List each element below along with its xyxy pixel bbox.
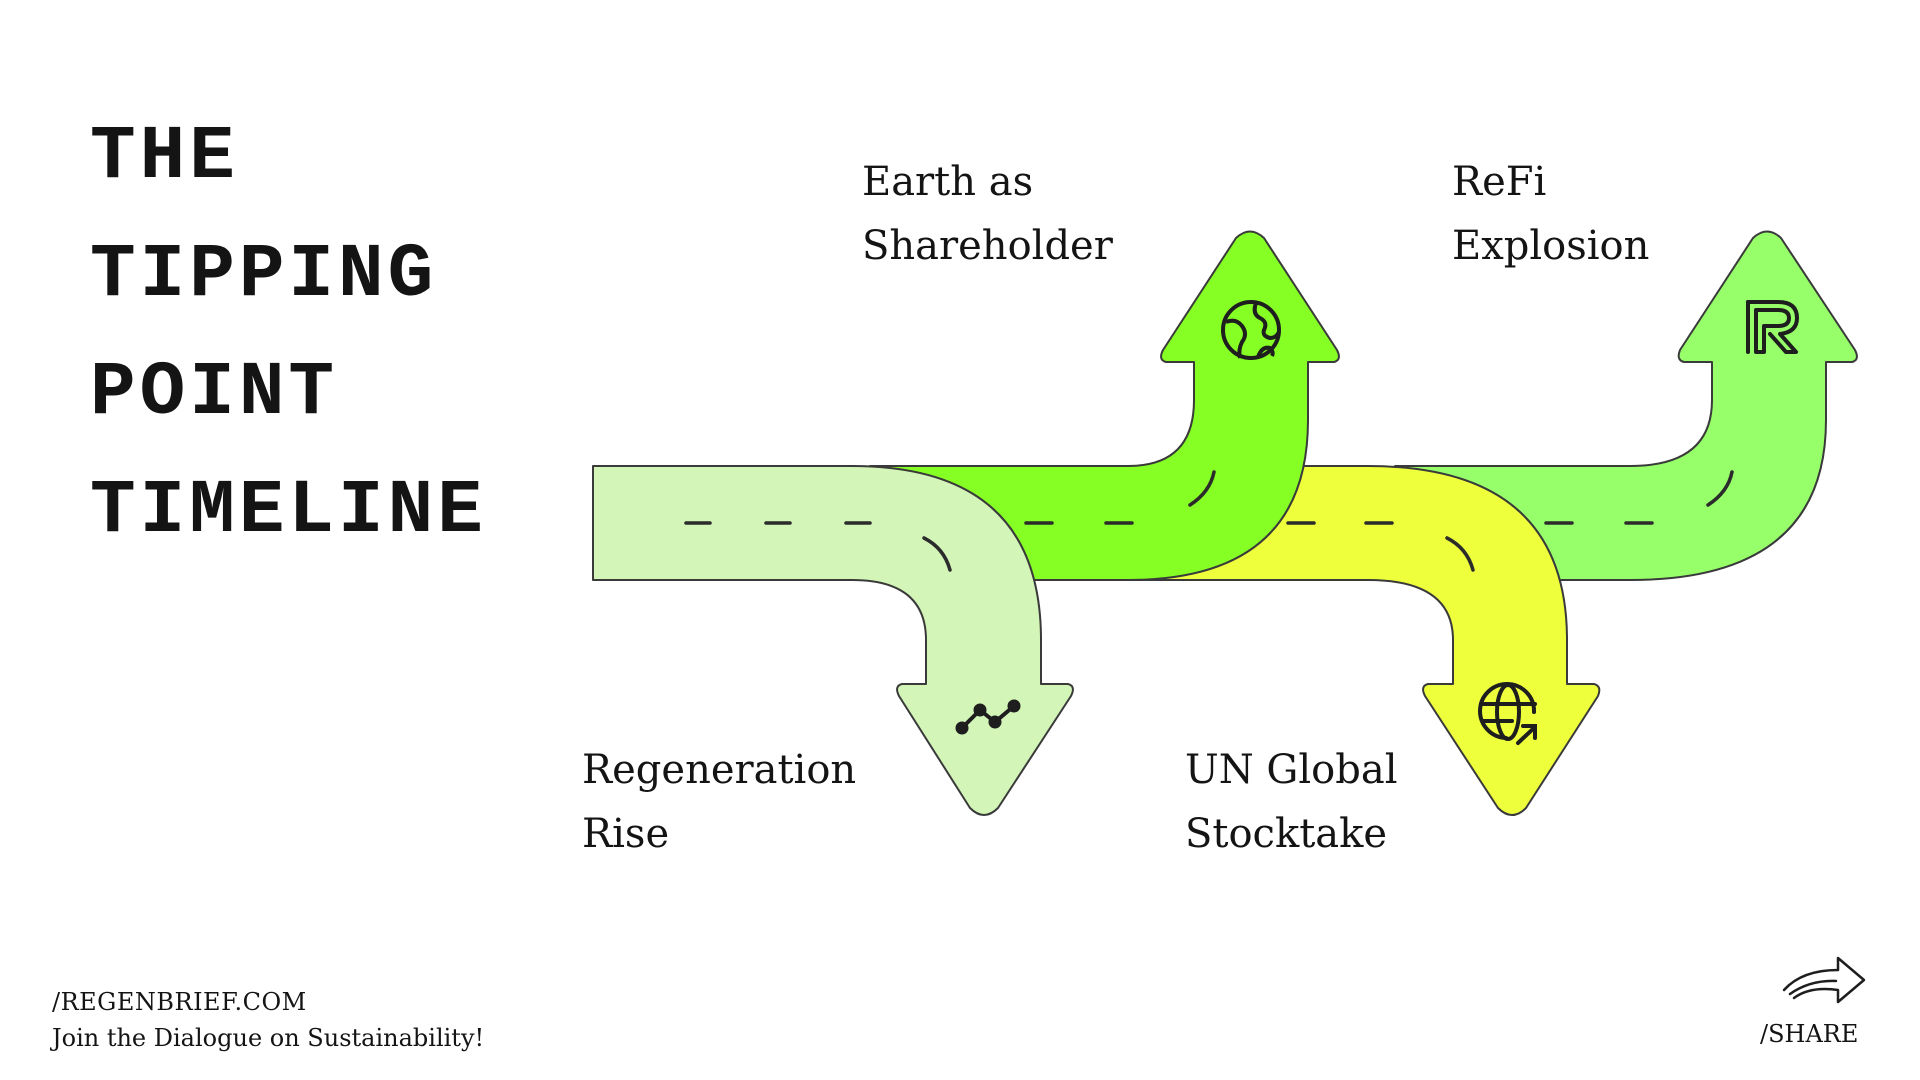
share-arrow-icon <box>1782 956 1866 1004</box>
arrow-shape-refi <box>1394 230 1858 581</box>
milestone-label-regeneration-rise: Regeneration Rise <box>582 738 856 866</box>
milestone-label-line: Regeneration <box>582 747 857 793</box>
milestone-label-line: Stocktake <box>1185 811 1388 857</box>
arrow-shape-earth-shareholder <box>869 230 1340 581</box>
footer-tagline: Join the Dialogue on Sustainability! <box>52 1024 485 1052</box>
site-link[interactable]: /REGENBRIEF.COM <box>52 988 307 1016</box>
share-label[interactable]: /SHARE <box>1760 1020 1859 1048</box>
milestone-label-un-stocktake: UN Global Stocktake <box>1185 738 1398 866</box>
globe-arrow-icon <box>1478 682 1537 745</box>
dash-line-earth <box>1024 470 1216 525</box>
footer: /REGENBRIEF.COM Join the Dialogue on Sus… <box>52 984 484 1056</box>
milestone-label-earth-shareholder: Earth as Shareholder <box>862 150 1113 278</box>
dash-line-regeneration <box>684 521 952 572</box>
milestone-label-line: Explosion <box>1452 223 1650 269</box>
trend-line-icon <box>955 699 1021 735</box>
title-line-3: POINT <box>90 350 339 436</box>
share-button[interactable]: /SHARE <box>1760 950 1880 1060</box>
milestone-label-refi-explosion: ReFi Explosion <box>1452 150 1649 278</box>
milestone-label-line: UN Global <box>1185 747 1398 793</box>
dash-line-refi <box>1544 470 1734 525</box>
arrow-shape-regeneration-rise <box>592 465 1074 816</box>
dash-line-un <box>1286 521 1475 572</box>
page-title: THE TIPPING POINT TIMELINE <box>90 98 487 570</box>
title-line-2: TIPPING <box>90 232 438 318</box>
title-line-1: THE <box>90 114 239 200</box>
milestone-label-line: Earth as <box>862 159 1034 205</box>
milestone-label-line: Shareholder <box>862 223 1113 269</box>
title-line-4: TIMELINE <box>90 468 487 554</box>
arrow-shape-un-stocktake <box>1129 465 1601 816</box>
milestone-label-line: ReFi <box>1452 159 1547 205</box>
milestone-label-line: Rise <box>582 811 670 857</box>
r-logo-icon <box>1746 300 1799 354</box>
globe-icon <box>1221 300 1281 360</box>
